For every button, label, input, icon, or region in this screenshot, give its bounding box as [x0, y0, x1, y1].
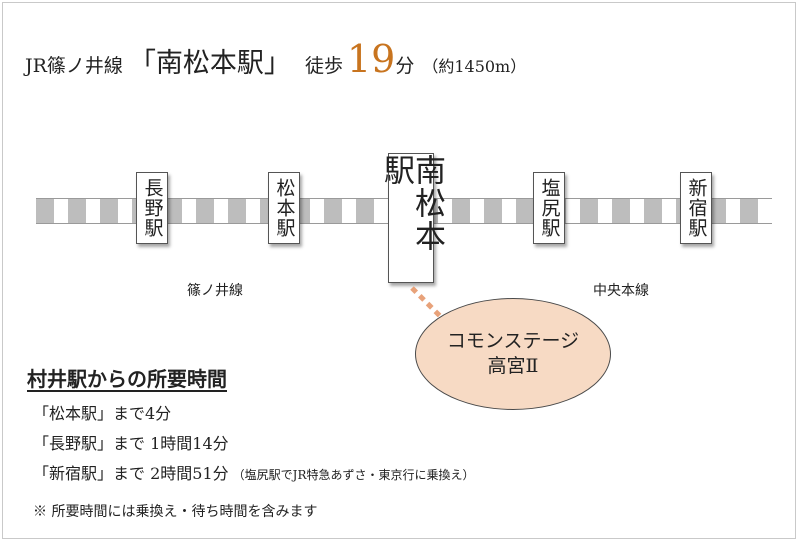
travel-time-text: 「松本駅」まで4分 — [33, 404, 172, 423]
travel-time-nagano: 「長野駅」まで 1時間14分 — [33, 430, 229, 454]
travel-time-heading: 村井駅からの所要時間 — [27, 367, 227, 391]
travel-time-text: 「長野駅」まで 1時間14分 — [33, 434, 229, 453]
walk-label: 徒歩 — [304, 55, 343, 77]
walk-minutes-unit: 分 — [395, 55, 415, 77]
access-header: JR篠ノ井線 「南松本駅」 徒歩 19 分 （約1450m） — [25, 37, 526, 93]
destination-name-line2: 高宮Ⅱ — [487, 355, 539, 377]
line-label-shinonoi: 篠ノ井線 — [187, 283, 243, 299]
walking-route-connector — [410, 286, 445, 321]
footnote: ※ 所要時間には乗換え・待ち時間を含みます — [33, 504, 318, 520]
station-nagano: 長野駅 — [136, 172, 168, 244]
travel-time-shinjuku: 「新宿駅」まで 2時間51分（塩尻駅でJR特急あずさ・東京行に乗換え） — [33, 460, 475, 484]
station-shiojiri: 塩尻駅 — [533, 172, 565, 244]
station-shinjuku: 新宿駅 — [680, 172, 712, 244]
destination-name-line1: コモンステージ — [446, 330, 580, 353]
transfer-note: （塩尻駅でJR特急あずさ・東京行に乗換え） — [232, 468, 475, 482]
station-matsumoto: 松本駅 — [268, 172, 300, 244]
walk-distance: （約1450m） — [422, 57, 527, 76]
rail-line-name: JR篠ノ井線 — [25, 55, 123, 77]
walk-minutes: 19 — [346, 37, 396, 81]
line-label-chuo: 中央本線 — [593, 283, 649, 299]
travel-time-text: 「新宿駅」まで 2時間51分 — [33, 464, 229, 483]
travel-time-matsumoto: 「松本駅」まで4分 — [33, 400, 171, 424]
nearest-station-name: 「南松本駅」 — [128, 48, 291, 79]
destination-bubble: コモンステージ 高宮Ⅱ — [415, 298, 611, 410]
